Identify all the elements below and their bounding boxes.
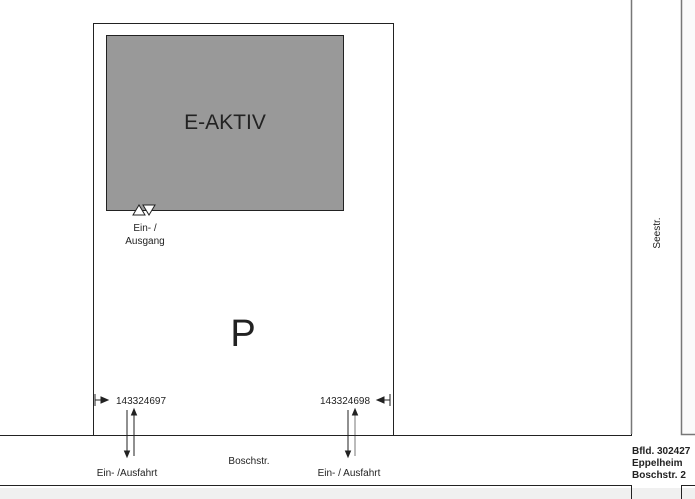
driveway-right-marker bbox=[375, 394, 391, 406]
entrance-label-line1: Ein- / bbox=[133, 223, 157, 234]
driveway-right-label: Ein- / Ausfahrt bbox=[318, 468, 381, 479]
info-line2: Eppelheim bbox=[632, 458, 683, 469]
driveway-left-label: Ein- /Ausfahrt bbox=[97, 468, 158, 479]
info-line3: Boschstr. 2 bbox=[632, 470, 686, 481]
street-seestr: Seestr. bbox=[652, 217, 663, 248]
parking-label: P bbox=[230, 313, 255, 355]
driveway-left-id: 143324697 bbox=[116, 396, 166, 407]
street-boschstr: Boschstr. bbox=[228, 456, 269, 467]
building-label: E-AKTIV bbox=[184, 111, 266, 134]
driveway-left-marker bbox=[94, 394, 110, 406]
driveway-right-id: 143324698 bbox=[320, 396, 370, 407]
info-line1: Bfld. 302427 bbox=[632, 446, 691, 457]
bottom-band bbox=[0, 488, 695, 499]
entrance-label-line2: Ausgang bbox=[125, 236, 164, 247]
entrance-icon bbox=[132, 204, 156, 216]
building bbox=[106, 35, 344, 211]
right-area bbox=[682, 0, 695, 434]
